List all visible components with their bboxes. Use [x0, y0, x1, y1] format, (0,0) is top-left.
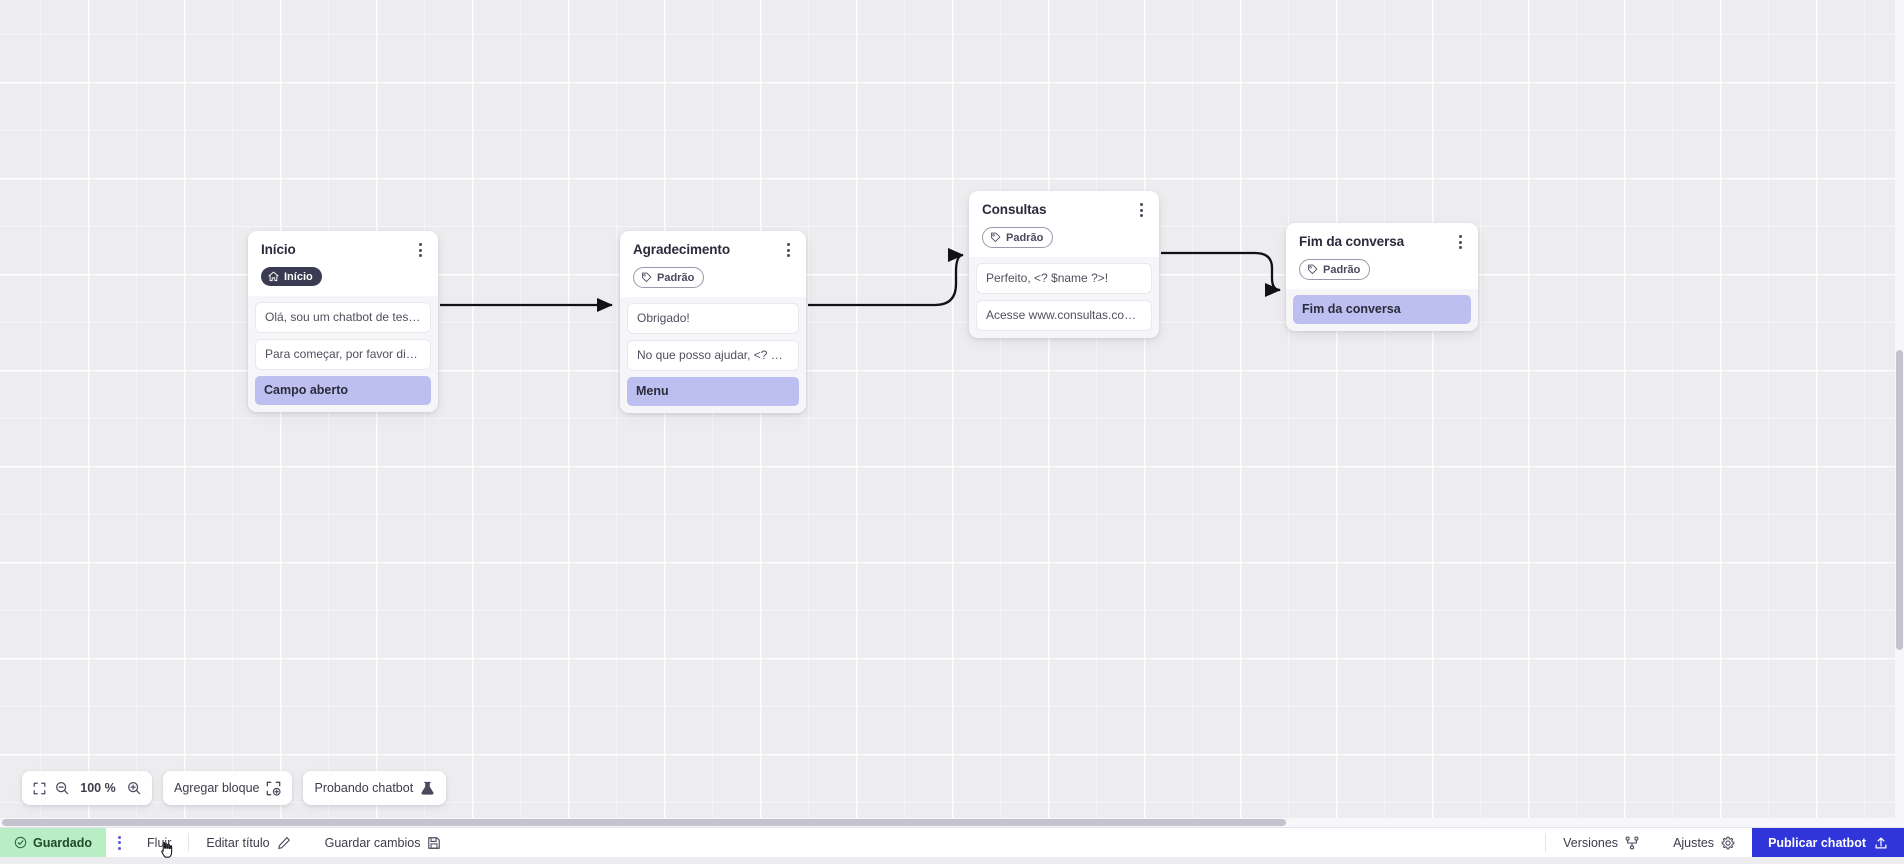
- saved-status-label: Guardado: [33, 836, 92, 850]
- node-badge[interactable]: Padrão: [633, 267, 704, 288]
- vertical-scrollbar-thumb[interactable]: [1896, 350, 1903, 650]
- node-option[interactable]: Menu: [627, 377, 799, 406]
- node-body: Obrigado! No que posso ajudar, <? $name …: [620, 297, 806, 413]
- node-body: Fim da conversa: [1286, 289, 1478, 331]
- node-badge[interactable]: Padrão: [982, 227, 1053, 248]
- node-title: Agradecimento: [633, 242, 793, 258]
- badge-row: Padrão: [1299, 259, 1465, 280]
- check-circle-icon: [14, 836, 27, 849]
- flow-node-fim-da-conversa[interactable]: Fim da conversa Padrão Fim da conversa: [1286, 223, 1478, 331]
- edge-agradecimento-to-consultas: [808, 255, 963, 305]
- fit-screen-icon[interactable]: [33, 782, 46, 795]
- badge-row: Início: [261, 267, 425, 287]
- canvas-toolbar: 100 % Agregar bloque: [22, 771, 446, 805]
- node-body: Perfeito, <? $name ?>! Acesse www.consul…: [969, 257, 1159, 338]
- kebab-menu-icon[interactable]: [780, 240, 796, 260]
- edge-consultas-to-fim: [1161, 253, 1280, 290]
- node-message[interactable]: Acesse www.consultas.com par...: [976, 300, 1152, 331]
- node-option[interactable]: Fim da conversa: [1293, 295, 1471, 324]
- zoom-out-icon[interactable]: [55, 781, 69, 795]
- test-chatbot-label: Probando chatbot: [314, 781, 413, 795]
- node-title: Consultas: [982, 202, 1146, 218]
- publish-chatbot-button[interactable]: Publicar chatbot: [1752, 828, 1904, 857]
- publish-chatbot-label: Publicar chatbot: [1768, 836, 1866, 850]
- node-header: Agradecimento Padrão: [620, 231, 806, 297]
- save-changes-label: Guardar cambios: [325, 836, 421, 850]
- gear-icon: [1721, 836, 1735, 850]
- node-badge-label: Padrão: [1006, 232, 1043, 244]
- flow-node-agradecimento[interactable]: Agradecimento Padrão Obrigado! No que po…: [620, 231, 806, 413]
- branch-icon: [1625, 836, 1639, 850]
- test-chatbot-button[interactable]: Probando chatbot: [314, 781, 435, 796]
- edit-title-button[interactable]: Editar título: [189, 828, 307, 857]
- upload-icon: [1874, 836, 1888, 850]
- tag-icon: [990, 232, 1001, 243]
- node-body: Olá, sou um chatbot de teste! Para começ…: [248, 296, 438, 412]
- node-badge[interactable]: Padrão: [1299, 259, 1370, 280]
- pencil-icon: [277, 836, 291, 850]
- kebab-menu-icon[interactable]: [412, 240, 428, 260]
- kebab-menu-icon[interactable]: [1133, 200, 1149, 220]
- status-bar: Guardado Fluir Editar título Guardar cam…: [0, 827, 1904, 857]
- flask-icon: [420, 781, 435, 796]
- node-badge-label: Início: [284, 271, 313, 283]
- add-block-group[interactable]: Agregar bloque: [163, 771, 292, 805]
- settings-button[interactable]: Ajustes: [1656, 828, 1752, 857]
- node-message[interactable]: Olá, sou um chatbot de teste!: [255, 302, 431, 333]
- edit-title-label: Editar título: [206, 836, 269, 850]
- add-block-label: Agregar bloque: [174, 781, 259, 795]
- test-chatbot-group[interactable]: Probando chatbot: [303, 771, 446, 805]
- add-block-button[interactable]: Agregar bloque: [174, 781, 281, 796]
- node-message[interactable]: Para começar, por favor digite o ...: [255, 339, 431, 370]
- flow-kebab-menu-icon[interactable]: [106, 828, 130, 857]
- flow-node-consultas[interactable]: Consultas Padrão Perfeito, <? $name ?>! …: [969, 191, 1159, 338]
- badge-row: Padrão: [633, 267, 793, 288]
- badge-row: Padrão: [982, 227, 1146, 248]
- node-message[interactable]: Perfeito, <? $name ?>!: [976, 263, 1152, 294]
- flow-node-inicio[interactable]: Início Início Olá, sou um chatbot de tes…: [248, 231, 438, 412]
- zoom-in-icon[interactable]: [127, 781, 141, 795]
- home-icon: [268, 271, 279, 282]
- node-badge[interactable]: Início: [261, 267, 322, 286]
- kebab-menu-icon[interactable]: [1452, 232, 1468, 252]
- tag-icon: [641, 272, 652, 283]
- versions-label: Versiones: [1563, 836, 1618, 850]
- node-title: Fim da conversa: [1299, 234, 1465, 250]
- saved-status-badge: Guardado: [0, 828, 106, 857]
- statusbar-spacer: [458, 828, 1545, 857]
- node-header: Fim da conversa Padrão: [1286, 223, 1478, 289]
- node-header: Consultas Padrão: [969, 191, 1159, 257]
- node-header: Início Início: [248, 231, 438, 296]
- node-badge-label: Padrão: [1323, 264, 1360, 276]
- node-message[interactable]: Obrigado!: [627, 303, 799, 334]
- settings-label: Ajustes: [1673, 836, 1714, 850]
- tab-fluir-label: Fluir: [147, 836, 171, 850]
- node-title: Início: [261, 242, 425, 258]
- node-option[interactable]: Campo aberto: [255, 376, 431, 405]
- node-badge-label: Padrão: [657, 272, 694, 284]
- add-block-icon: [266, 781, 281, 796]
- save-changes-button[interactable]: Guardar cambios: [308, 828, 459, 857]
- horizontal-scrollbar-thumb[interactable]: [2, 819, 1286, 826]
- tab-fluir[interactable]: Fluir: [130, 828, 188, 857]
- tag-icon: [1307, 264, 1318, 275]
- floppy-disk-icon: [427, 836, 441, 850]
- zoom-controls-group: 100 %: [22, 771, 152, 805]
- node-message[interactable]: No que posso ajudar, <? $name ...: [627, 340, 799, 371]
- versions-button[interactable]: Versiones: [1546, 828, 1656, 857]
- zoom-level-label: 100 %: [78, 781, 118, 795]
